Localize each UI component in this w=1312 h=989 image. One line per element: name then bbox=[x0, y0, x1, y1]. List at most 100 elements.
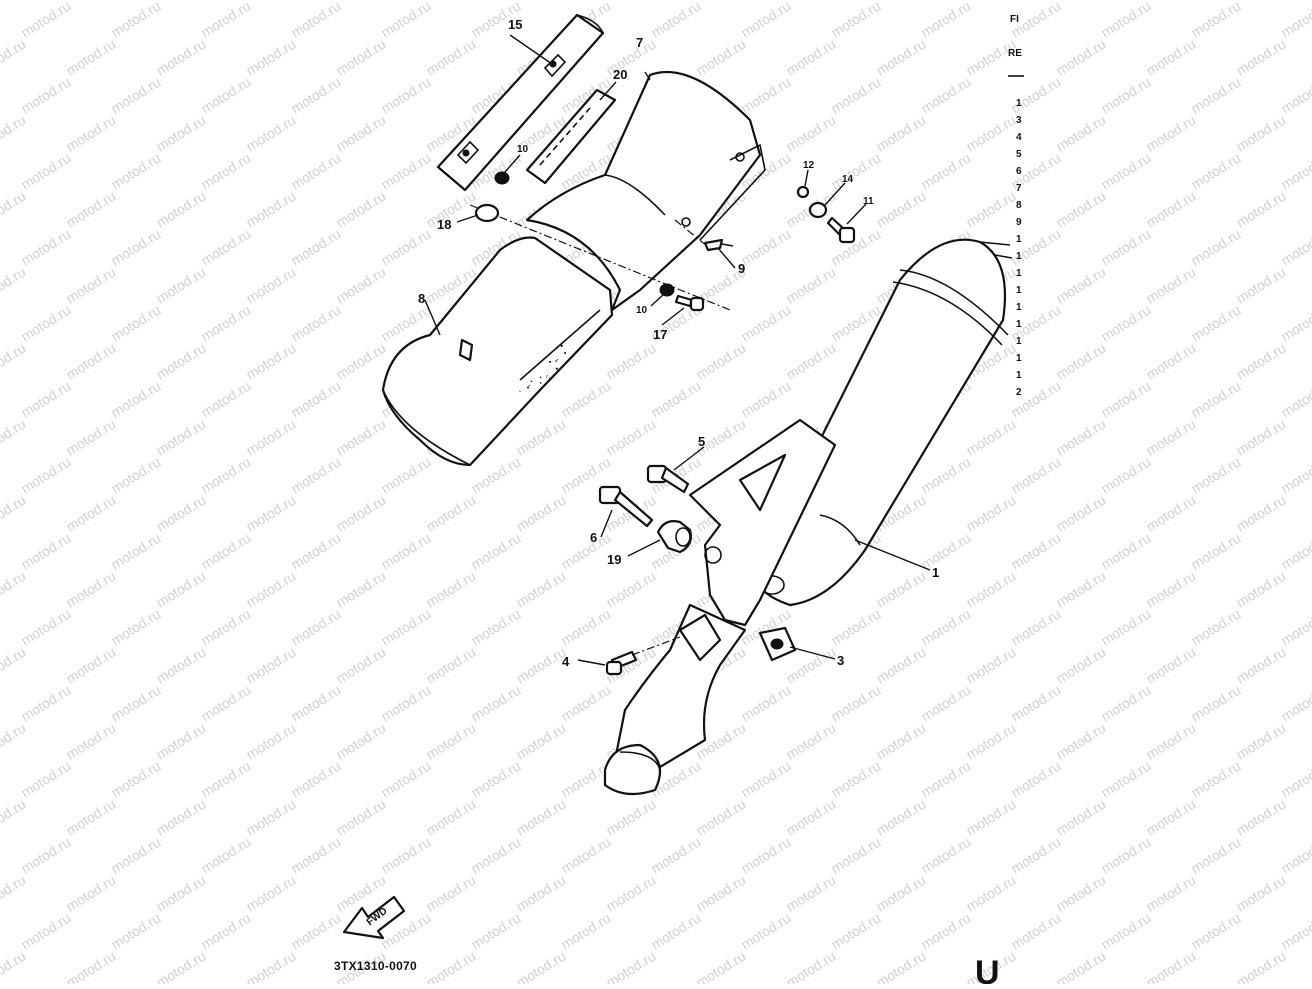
watermark-text: motod.ru bbox=[243, 112, 298, 155]
watermark-text: motod.ru bbox=[918, 758, 973, 801]
watermark-text: motod.ru bbox=[1008, 606, 1063, 649]
watermark-text: motod.ru bbox=[333, 264, 388, 307]
watermark-text: motod.ru bbox=[333, 416, 388, 459]
watermark-text: motod.ru bbox=[783, 112, 838, 155]
callout-labels: 15 7 20 10 18 8 9 10 17 12 14 11 5 6 19 … bbox=[418, 17, 939, 669]
watermark-text: motod.ru bbox=[333, 36, 388, 79]
watermark-text: motod.ru bbox=[558, 834, 613, 877]
watermark-text: motod.ru bbox=[333, 340, 388, 383]
watermark-text: motod.ru bbox=[0, 568, 28, 611]
watermark-text: motod.ru bbox=[198, 74, 253, 117]
watermark-text: motod.ru bbox=[1233, 948, 1288, 984]
speckle-dot bbox=[555, 360, 557, 362]
watermark-text: motod.ru bbox=[198, 454, 253, 497]
watermark-text: motod.ru bbox=[1278, 302, 1312, 345]
watermark-text: motod.ru bbox=[873, 872, 928, 915]
watermark-text: motod.ru bbox=[18, 0, 73, 41]
speckle-dot bbox=[549, 377, 551, 379]
watermark-text: motod.ru bbox=[1098, 530, 1153, 573]
watermark-text: motod.ru bbox=[63, 112, 118, 155]
watermark-text: motod.ru bbox=[378, 150, 433, 193]
watermark-text: motod.ru bbox=[288, 226, 343, 269]
watermark-text: motod.ru bbox=[153, 644, 208, 687]
watermark-text: motod.ru bbox=[963, 644, 1018, 687]
watermark-text: motod.ru bbox=[1098, 834, 1153, 877]
watermark-text: motod.ru bbox=[288, 74, 343, 117]
watermark-text: motod.ru bbox=[153, 872, 208, 915]
watermark-text: motod.ru bbox=[1188, 834, 1243, 877]
watermark-text: motod.ru bbox=[738, 74, 793, 117]
watermark-text: motod.ru bbox=[513, 796, 568, 839]
watermark-text: motod.ru bbox=[18, 226, 73, 269]
side-column-number: 1 bbox=[1016, 370, 1022, 381]
watermark-text: motod.ru bbox=[1053, 644, 1108, 687]
callout-1: 1 bbox=[932, 565, 939, 580]
watermark-text: motod.ru bbox=[1188, 302, 1243, 345]
watermark-text: motod.ru bbox=[648, 378, 703, 421]
watermark-text: motod.ru bbox=[18, 834, 73, 877]
watermark-text: motod.ru bbox=[378, 834, 433, 877]
watermark-text: motod.ru bbox=[198, 834, 253, 877]
drawing-code: 3TX1310-0070 bbox=[334, 959, 417, 973]
watermark-text: motod.ru bbox=[0, 264, 28, 307]
watermark-text: motod.ru bbox=[828, 606, 883, 649]
watermark-text: motod.ru bbox=[558, 606, 613, 649]
watermark-text: motod.ru bbox=[243, 188, 298, 231]
watermark-text: motod.ru bbox=[1188, 226, 1243, 269]
watermark-text: motod.ru bbox=[0, 188, 28, 231]
watermark-text: motod.ru bbox=[918, 910, 973, 953]
watermark-text: motod.ru bbox=[1278, 150, 1312, 193]
watermark-text: motod.ru bbox=[468, 530, 523, 573]
speckle-dot bbox=[549, 360, 552, 363]
watermark-text: motod.ru bbox=[153, 188, 208, 231]
side-column-number: 1 bbox=[1016, 234, 1022, 245]
watermark-text: motod.ru bbox=[783, 340, 838, 383]
watermark-text: motod.ru bbox=[1188, 530, 1243, 573]
watermark-text: motod.ru bbox=[18, 378, 73, 421]
watermark-text: motod.ru bbox=[423, 0, 478, 3]
watermark-text: motod.ru bbox=[153, 112, 208, 155]
watermark-text: motod.ru bbox=[333, 188, 388, 231]
part-washer-14 bbox=[808, 201, 828, 219]
watermark-text: motod.ru bbox=[468, 758, 523, 801]
watermark-text: motod.ru bbox=[828, 834, 883, 877]
watermark-text: motod.ru bbox=[0, 0, 28, 3]
watermark-text: motod.ru bbox=[513, 644, 568, 687]
watermark-text: motod.ru bbox=[18, 454, 73, 497]
watermark-text: motod.ru bbox=[423, 948, 478, 984]
side-column-number: 1 bbox=[1016, 268, 1022, 279]
watermark-text: motod.ru bbox=[243, 872, 298, 915]
part-gasket bbox=[758, 626, 797, 662]
watermark-text: motod.ru bbox=[783, 948, 838, 984]
watermark-text: motod.ru bbox=[423, 644, 478, 687]
watermark-text: motod.ru bbox=[873, 720, 928, 763]
watermark-text: motod.ru bbox=[18, 302, 73, 345]
callout-10-lower: 10 bbox=[636, 305, 648, 316]
watermark-text: motod.ru bbox=[243, 796, 298, 839]
watermark-text: motod.ru bbox=[1053, 796, 1108, 839]
watermark-text: motod.ru bbox=[873, 796, 928, 839]
watermark-text: motod.ru bbox=[828, 758, 883, 801]
watermark-text: motod.ru bbox=[1233, 416, 1288, 459]
watermark-text: motod.ru bbox=[558, 378, 613, 421]
callout-20: 20 bbox=[613, 67, 627, 82]
watermark-text: motod.ru bbox=[243, 36, 298, 79]
speckle-dot bbox=[555, 367, 559, 370]
watermark-text: motod.ru bbox=[378, 758, 433, 801]
side-column-number: 1 bbox=[1016, 285, 1022, 296]
watermark-text: motod.ru bbox=[378, 454, 433, 497]
watermark-text: motod.ru bbox=[738, 0, 793, 41]
watermark-text: motod.ru bbox=[423, 492, 478, 535]
watermark-text: motod.ru bbox=[918, 150, 973, 193]
watermark-text: motod.ru bbox=[918, 682, 973, 725]
part-bolt-6 bbox=[598, 485, 654, 528]
watermark-text: motod.ru bbox=[288, 834, 343, 877]
watermark-text: motod.ru bbox=[1233, 188, 1288, 231]
watermark-text: motod.ru bbox=[333, 0, 388, 3]
watermark-text: motod.ru bbox=[1008, 910, 1063, 953]
watermark-text: motod.ru bbox=[648, 0, 703, 41]
watermark-text: motod.ru bbox=[963, 796, 1018, 839]
watermark-text: motod.ru bbox=[963, 188, 1018, 231]
